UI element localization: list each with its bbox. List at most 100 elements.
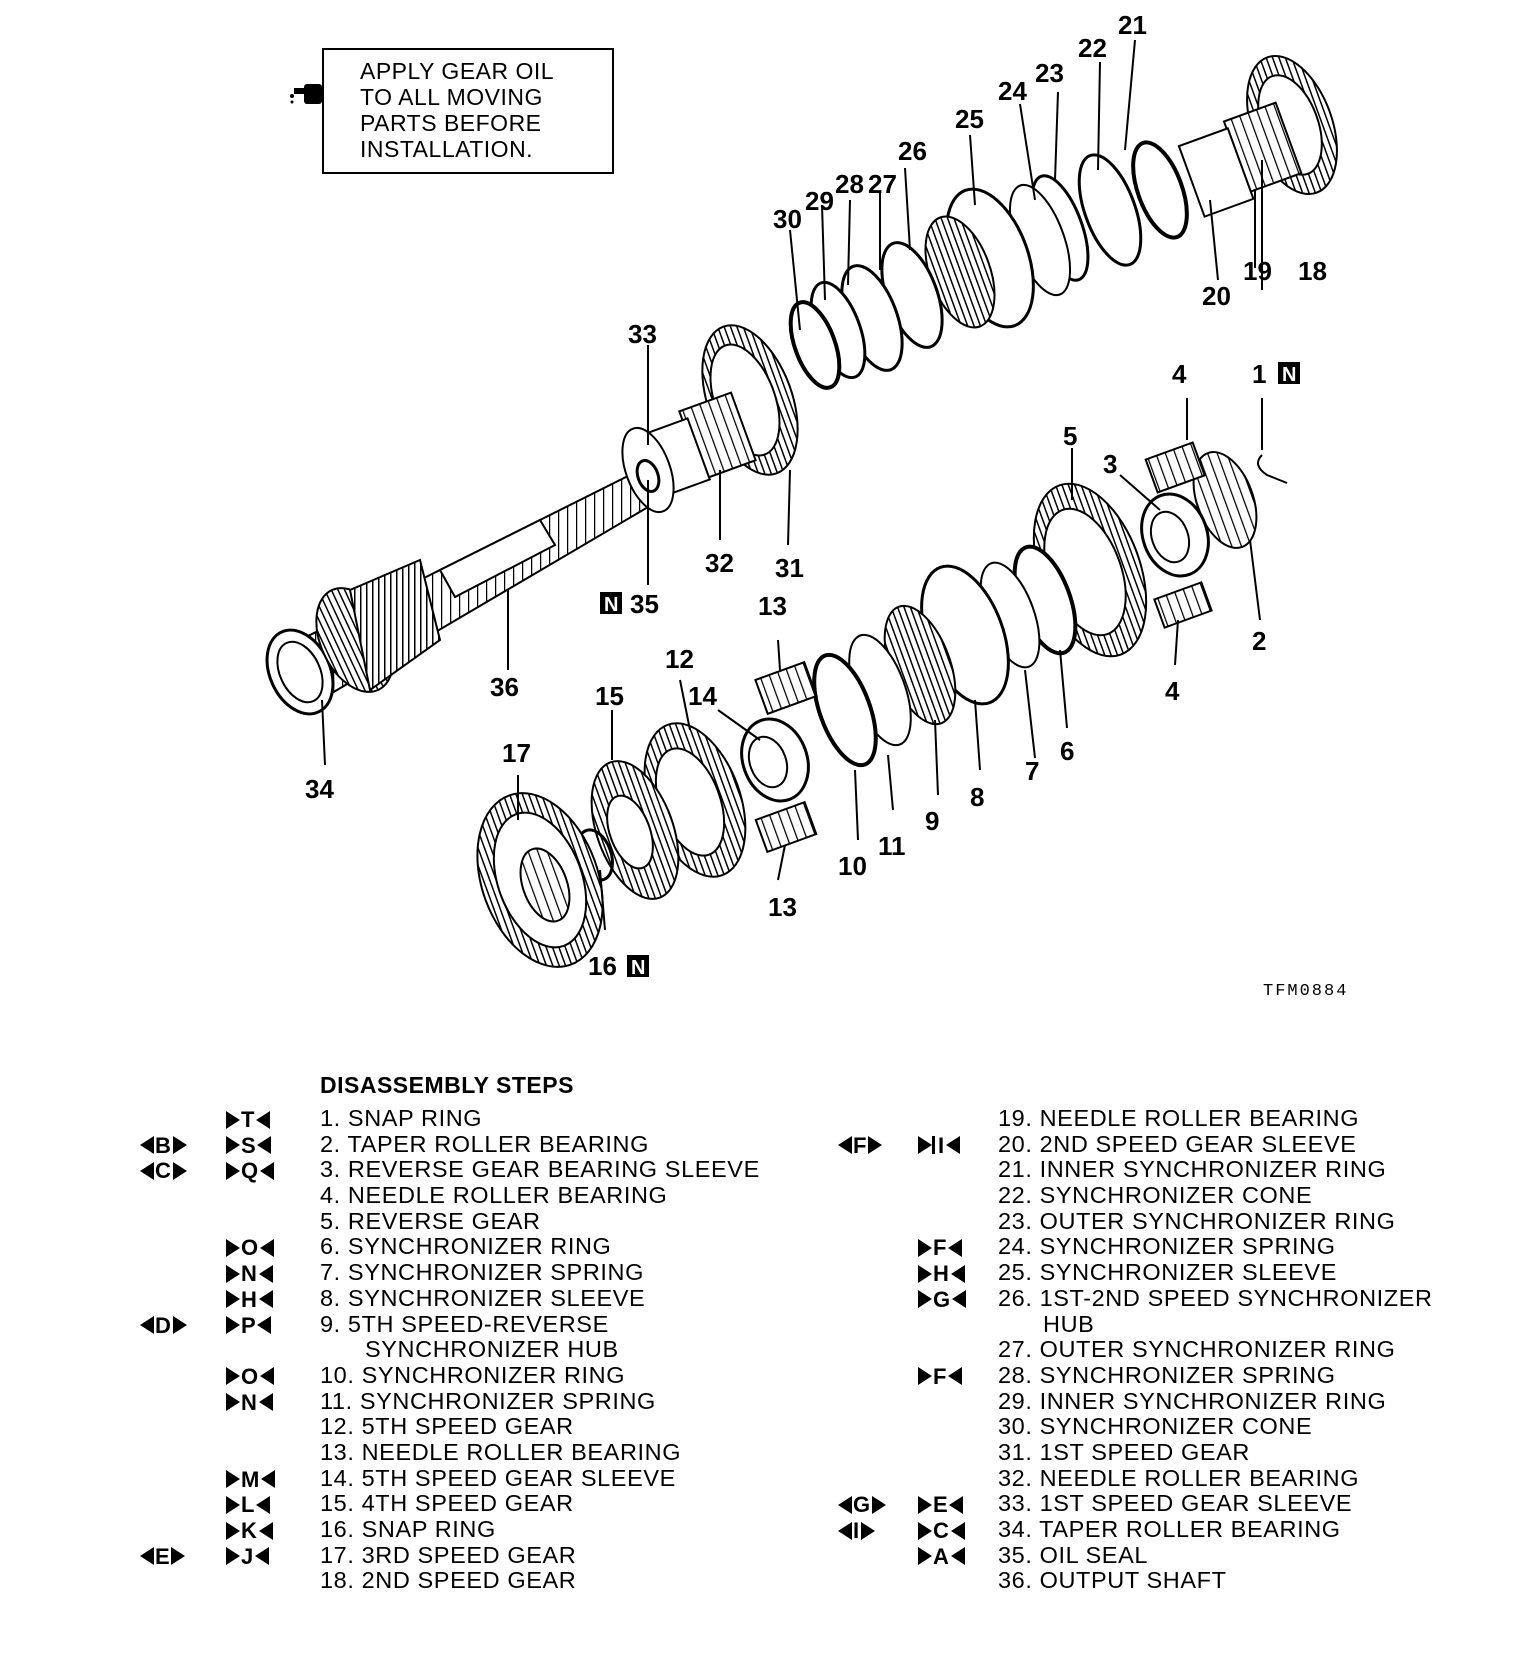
step-text: 7. SYNCHRONIZER SPRING bbox=[320, 1259, 644, 1286]
step-text: 17. 3RD SPEED GEAR bbox=[320, 1541, 577, 1568]
service-point-install-mark: C bbox=[918, 1518, 965, 1543]
step-text: 18. 2ND SPEED GEAR bbox=[320, 1567, 577, 1594]
leader-lines bbox=[321, 39, 1263, 931]
callout: 1 bbox=[1252, 359, 1266, 389]
step-text: 16. SNAP RING bbox=[320, 1516, 496, 1542]
callout: 6 bbox=[1060, 736, 1074, 766]
disassembly-step: 13. NEEDLE ROLLER BEARING bbox=[130, 1438, 830, 1466]
step-text: 11. SYNCHRONIZER SPRING bbox=[320, 1387, 656, 1414]
callout: 7 bbox=[1025, 756, 1039, 786]
step-text: 25. SYNCHRONIZER SLEEVE bbox=[998, 1259, 1337, 1286]
replace-mark bbox=[627, 955, 649, 977]
disassembly-step: N 7. SYNCHRONIZER SPRING bbox=[130, 1260, 830, 1286]
disassembly-step: I C 34. TAPER ROLLER BEARING bbox=[838, 1517, 1536, 1543]
callout: 25 bbox=[955, 104, 984, 134]
gear-oil-note: APPLY GEAR OIL TO ALL MOVING PARTS BEFOR… bbox=[322, 48, 614, 174]
callout-labels: 1 N 2 3 4 4 5 6 7 8 9 10 11 12 13 13 14 … bbox=[305, 10, 1327, 981]
callout: 34 bbox=[305, 774, 334, 804]
service-point-removal-mark: B bbox=[140, 1133, 187, 1158]
service-point-install-mark: H bbox=[918, 1261, 965, 1286]
service-point-install-mark: G bbox=[918, 1287, 966, 1312]
step-text: 15. 4TH SPEED GEAR bbox=[320, 1490, 574, 1517]
callout: 18 bbox=[1298, 256, 1327, 286]
replace-mark-letter: N bbox=[1282, 364, 1296, 386]
callout: 14 bbox=[688, 681, 717, 711]
callout: 36 bbox=[490, 672, 519, 702]
callout: 24 bbox=[998, 76, 1027, 106]
service-point-install-mark: N bbox=[226, 1261, 273, 1286]
disassembly-step: 19. NEEDLE ROLLER BEARING bbox=[838, 1106, 1536, 1132]
disassembly-step: 4. NEEDLE ROLLER BEARING bbox=[130, 1183, 830, 1209]
disassembly-step: A 35. OIL SEAL bbox=[838, 1541, 1536, 1569]
service-point-install-mark: A bbox=[918, 1544, 965, 1569]
step-text: 14. 5TH SPEED GEAR SLEEVE bbox=[320, 1464, 676, 1491]
step-text: 8. SYNCHRONIZER SLEEVE bbox=[320, 1284, 646, 1311]
service-point-install-mark: Q bbox=[226, 1158, 274, 1183]
callout: 15 bbox=[595, 681, 624, 711]
service-point-install-mark: S bbox=[226, 1133, 272, 1158]
service-point-install-mark: T bbox=[226, 1107, 271, 1132]
step-text: 30. SYNCHRONIZER CONE bbox=[998, 1413, 1313, 1440]
step-text: 34. TAPER ROLLER BEARING bbox=[998, 1516, 1341, 1542]
callout: 13 bbox=[758, 591, 787, 621]
step-text: SYNCHRONIZER HUB bbox=[365, 1336, 619, 1363]
step-text: 10. SYNCHRONIZER RING bbox=[320, 1361, 626, 1388]
step-text: 13. NEEDLE ROLLER BEARING bbox=[320, 1438, 682, 1465]
disassembly-step: HUB bbox=[838, 1311, 1536, 1338]
note-line: APPLY GEAR OIL bbox=[360, 58, 555, 84]
callout: 11 bbox=[878, 831, 906, 861]
service-point-install-mark: E bbox=[918, 1492, 964, 1517]
output-shaft-drawing bbox=[265, 468, 662, 716]
callout: 20 bbox=[1202, 281, 1231, 311]
service-point-removal-mark: E bbox=[140, 1544, 186, 1569]
step-text: 9. 5TH SPEED-REVERSE bbox=[320, 1310, 609, 1337]
disassembly-step: 5. REVERSE GEAR bbox=[130, 1207, 830, 1235]
step-text: 3. REVERSE GEAR BEARING SLEEVE bbox=[320, 1156, 760, 1183]
upper-gear-train-drawing bbox=[621, 54, 1338, 514]
service-point-install-mark: F bbox=[918, 1235, 963, 1260]
disassembly-step: 21. INNER SYNCHRONIZER RING bbox=[838, 1157, 1536, 1183]
service-point-install-mark: F bbox=[918, 1364, 963, 1389]
step-text: 5. REVERSE GEAR bbox=[320, 1207, 541, 1234]
disassembly-step: M 14. 5TH SPEED GEAR SLEEVE bbox=[130, 1464, 830, 1492]
callout: 35 bbox=[630, 589, 659, 619]
disassembly-step: 18. 2ND SPEED GEAR bbox=[130, 1568, 830, 1594]
disassembly-step: 23. OUTER SYNCHRONIZER RING bbox=[838, 1208, 1536, 1235]
step-text: 19. NEEDLE ROLLER BEARING bbox=[998, 1105, 1360, 1131]
callout: 27 bbox=[868, 169, 897, 199]
step-text: 4. NEEDLE ROLLER BEARING bbox=[320, 1182, 668, 1209]
disassembly-step: 30. SYNCHRONIZER CONE bbox=[838, 1414, 1536, 1440]
callout: 9 bbox=[925, 806, 939, 836]
callout: 19 bbox=[1243, 256, 1272, 286]
callout: 26 bbox=[898, 136, 927, 166]
callout: 30 bbox=[773, 204, 802, 234]
callout: 31 bbox=[775, 553, 804, 583]
disassembly-step: G 26. 1ST-2ND SPEED SYNCHRONIZER bbox=[838, 1284, 1536, 1312]
callout: 21 bbox=[1118, 10, 1147, 40]
callout: 23 bbox=[1035, 58, 1064, 88]
step-text: 35. OIL SEAL bbox=[998, 1541, 1149, 1568]
step-text: 33. 1ST SPEED GEAR SLEEVE bbox=[998, 1490, 1353, 1517]
step-text: 27. OUTER SYNCHRONIZER RING bbox=[998, 1336, 1396, 1363]
callout: 2 bbox=[1252, 626, 1266, 656]
disassembly-step: 32. NEEDLE ROLLER BEARING bbox=[838, 1465, 1536, 1492]
note-line: TO ALL MOVING bbox=[360, 84, 543, 110]
service-point-removal-mark: F bbox=[838, 1133, 883, 1158]
step-text: 21. INNER SYNCHRONIZER RING bbox=[998, 1156, 1387, 1183]
callout: 13 bbox=[768, 892, 797, 922]
service-point-removal-mark: I bbox=[838, 1518, 875, 1543]
service-point-install-mark: M bbox=[226, 1467, 275, 1492]
step-text: 31. 1ST SPEED GEAR bbox=[998, 1438, 1250, 1465]
service-point-install-mark: K bbox=[226, 1518, 273, 1543]
step-text: 26. 1ST-2ND SPEED SYNCHRONIZER bbox=[998, 1284, 1433, 1311]
callout: 12 bbox=[665, 644, 694, 674]
disassembly-step: 31. 1ST SPEED GEAR bbox=[838, 1438, 1536, 1466]
